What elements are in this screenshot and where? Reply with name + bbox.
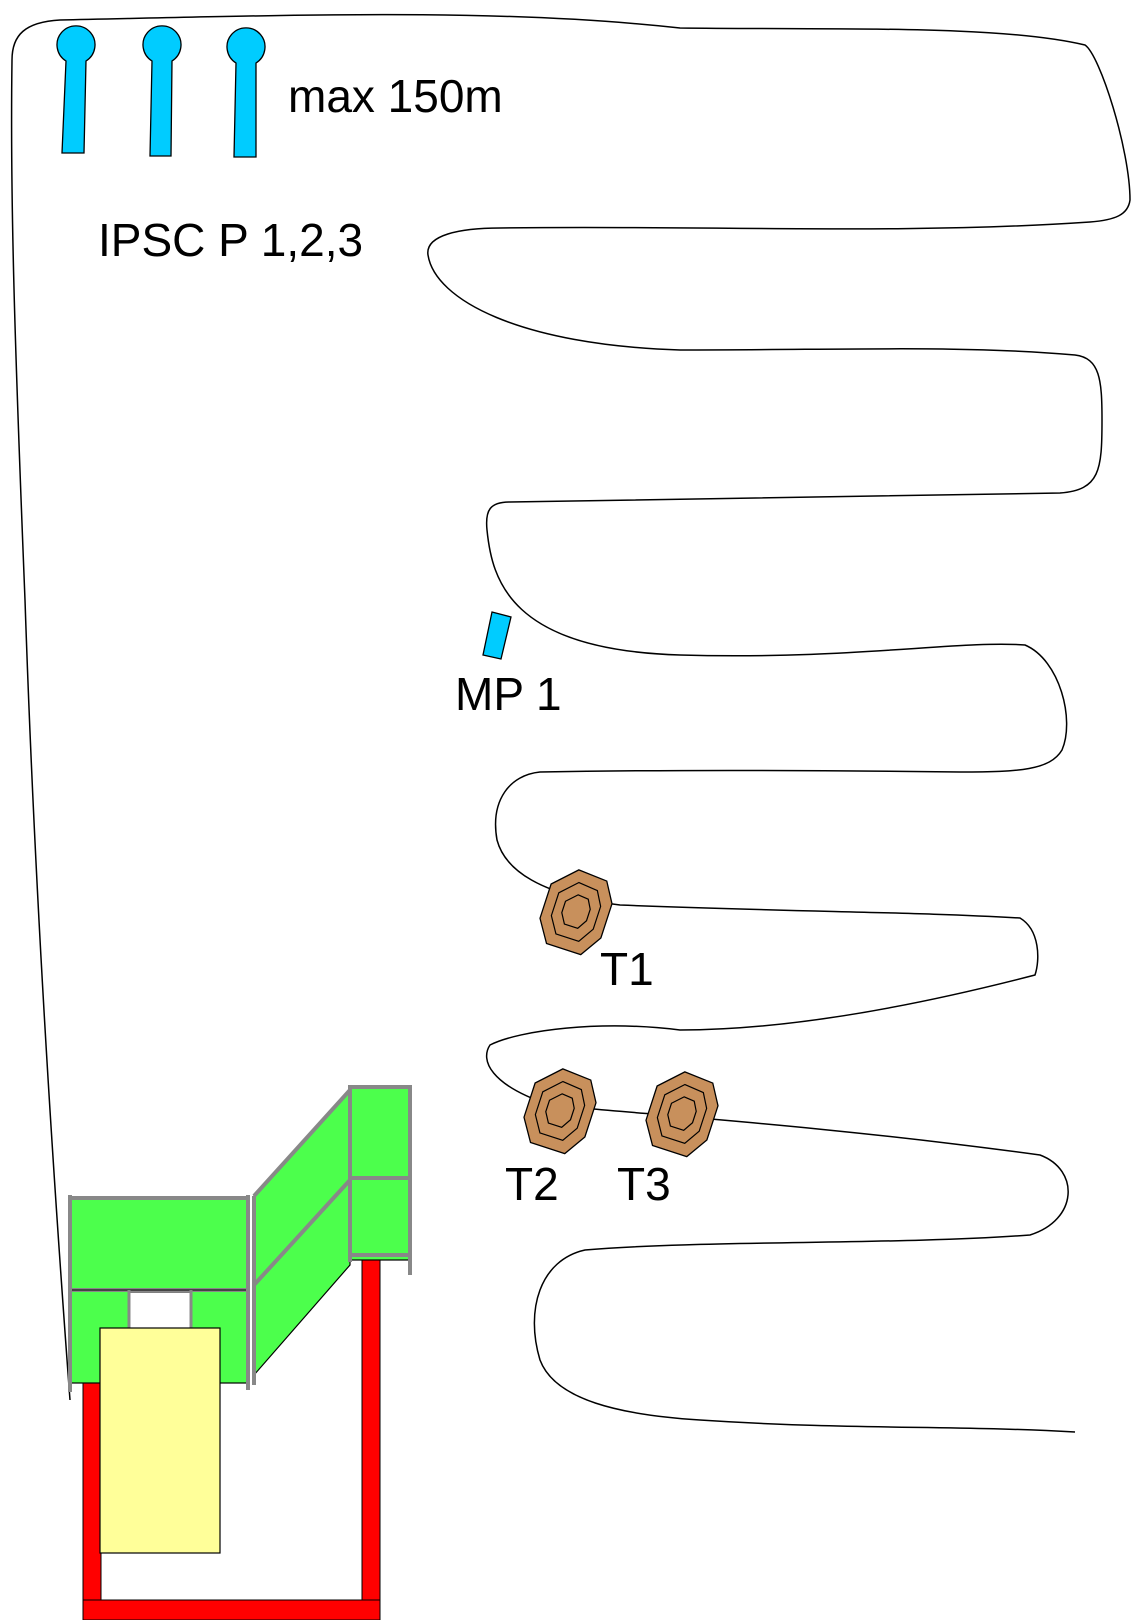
t2-label: T2 bbox=[505, 1158, 559, 1210]
popper-target-icon bbox=[142, 25, 182, 157]
paper-target-icon bbox=[539, 869, 613, 956]
shooting-box-frame bbox=[82, 1254, 381, 1620]
start-table bbox=[99, 1327, 221, 1554]
ipsc-poppers-label: IPSC P 1,2,3 bbox=[98, 214, 363, 266]
range-boundary bbox=[10, 13, 1131, 1433]
metal-plate-icon bbox=[482, 611, 512, 660]
barricade-walls bbox=[68, 1085, 412, 1392]
distance-label: max 150m bbox=[288, 70, 503, 122]
popper-target-icon bbox=[56, 25, 96, 154]
t1-label: T1 bbox=[600, 943, 654, 995]
t3-label: T3 bbox=[617, 1158, 671, 1210]
paper-target-icon bbox=[523, 1068, 597, 1155]
mp1-label: MP 1 bbox=[455, 668, 562, 720]
paper-target-icon bbox=[645, 1071, 719, 1158]
popper-target-icon bbox=[226, 27, 266, 158]
